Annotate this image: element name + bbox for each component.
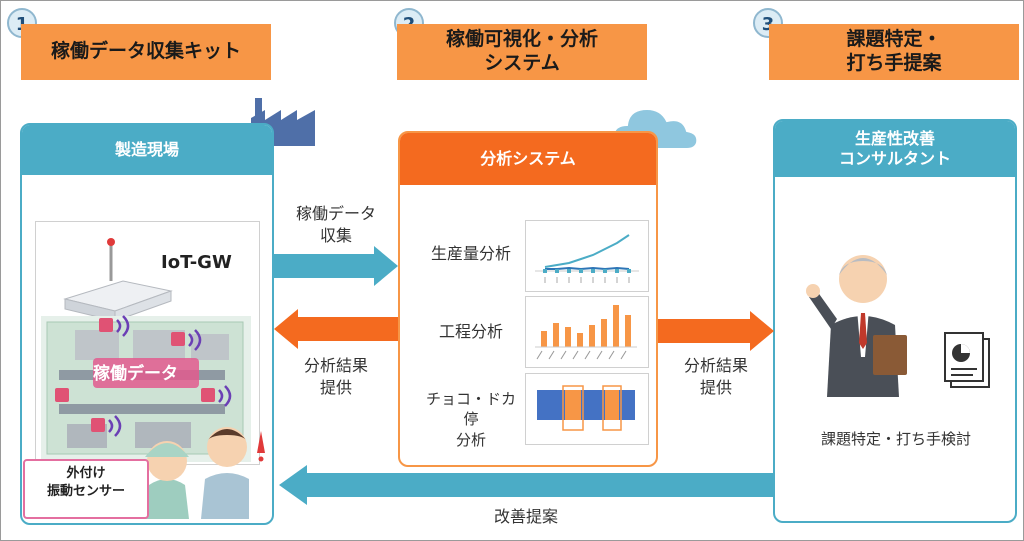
- analysis-label-process: 工程分析: [438, 322, 503, 341]
- step-1-title: 稼働データ収集キット: [21, 24, 271, 80]
- result-right-label: 分析結果 提供: [683, 356, 748, 397]
- sensor-callout: 外付け 振動センサー: [23, 459, 149, 519]
- site-panel-header: 製造現場: [22, 125, 272, 175]
- step-3-title: 課題特定・ 打ち手提案: [769, 24, 1019, 80]
- process-chart-graphic: [535, 305, 637, 360]
- analysis-label-stoppage: チョコ・ドカ停 分析: [425, 390, 516, 449]
- workers-illustration: [145, 427, 265, 519]
- consultant-panel-header: 生産性改善 コンサルタント: [775, 121, 1015, 177]
- collect-arrow: [274, 246, 398, 286]
- improve-arrow: [279, 465, 775, 505]
- document-icon: [944, 332, 990, 388]
- result-arrow-right: [658, 311, 774, 351]
- consultant-illustration: [806, 255, 907, 397]
- stoppage-chart-graphic: [537, 385, 635, 431]
- collect-label: 稼働データ 収集: [295, 204, 376, 245]
- data-overlay-label: 稼働データ: [93, 364, 178, 384]
- consultant-panel: 生産性改善 コンサルタント: [773, 119, 1017, 523]
- improve-label: 改善提案: [493, 507, 558, 526]
- analysis-label-production: 生産量分析: [430, 244, 511, 263]
- production-chart-graphic: [535, 234, 639, 283]
- result-left-label: 分析結果 提供: [303, 356, 368, 397]
- iot-gateway-icon: [63, 238, 173, 322]
- gateway-label: IoT-GW: [161, 252, 232, 273]
- consultant-caption: 課題特定・打ち手検討: [820, 430, 971, 448]
- result-arrow-left: [274, 309, 398, 349]
- analysis-system-header: 分析システム: [400, 133, 656, 185]
- step-2-title: 稼働可視化・分析 システム: [397, 24, 647, 80]
